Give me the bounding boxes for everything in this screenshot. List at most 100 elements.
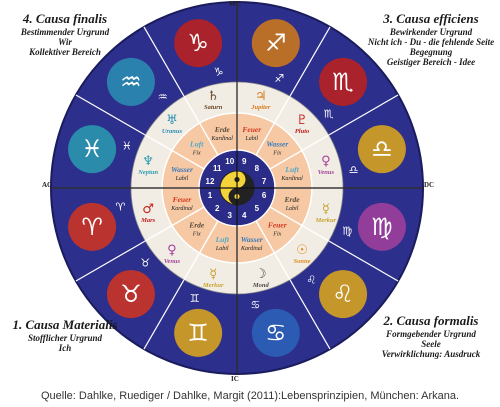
house-number: 1 (208, 191, 213, 200)
planet-name: Jupiter (250, 104, 271, 111)
libra-scales-icon: ♎ (357, 125, 406, 174)
sign-divider (75, 94, 146, 136)
planet-glyph-icon: ♄ (207, 89, 219, 104)
planet-item: ☉Sonne (294, 243, 311, 265)
axis-label-ic: IC (231, 375, 239, 383)
causa-formalis-block: 2. Causa formalis Formgebender Urgrund S… (364, 313, 498, 359)
causa-efficiens-line: Nicht ich - Du - die fehlende Seite (367, 36, 495, 47)
inner-divider (183, 220, 219, 281)
aries-ram-icon: ♈ (68, 202, 117, 251)
planet-item: ♇Pluto (295, 113, 310, 135)
causa-finalis-block: 4. Causa finalis Bestimmender Urgrund Wi… (6, 11, 124, 57)
inner-divider (144, 206, 205, 242)
causa-materialis-line: Stofflicher Urgrund (27, 332, 103, 343)
element-name: Feuer (242, 125, 261, 134)
sign-glyph: ♌ (306, 274, 316, 287)
element-name: Erde (284, 195, 301, 204)
causa-efficiens-block: 3. Causa efficiens Bewirkender Urgrund N… (366, 11, 496, 67)
house-number: 11 (213, 164, 222, 173)
causa-finalis-line: Wir (58, 36, 72, 47)
modality-name: Fix (272, 151, 281, 157)
sign-divider (75, 240, 146, 282)
planet-glyph-icon: ♀ (167, 243, 177, 258)
planet-item: ☿Merkur (315, 202, 337, 224)
element-labels: FeuerKardinalErdeFixLuftLabilWasserKardi… (170, 125, 303, 252)
svg-text:♎: ♎ (371, 135, 393, 163)
planet-name: Venus (318, 169, 335, 176)
planet-glyph-icon: ♆ (142, 154, 154, 169)
planet-name: Mars (140, 217, 156, 224)
planet-glyph-icon: ☽ (255, 267, 267, 282)
modality-name: Labil (285, 206, 299, 212)
causa-formalis-title: 2. Causa formalis (383, 313, 479, 328)
element-name: Wasser (171, 165, 193, 174)
planet-labels: ♂Mars♀Venus☿Merkur☽Mond☉Sonne☿Merkur♀Ven… (137, 89, 336, 289)
modality-name: Labil (215, 246, 229, 252)
house-number: 2 (215, 204, 220, 213)
taurus-bull-icon: ♉ (106, 270, 155, 319)
sign-divider (328, 94, 399, 136)
house-number: 12 (206, 177, 215, 186)
modality-name: Kardinal (280, 176, 303, 182)
axis-label-ac: AC (42, 181, 53, 189)
planet-name: Uranus (162, 128, 183, 135)
causa-finalis-title: 4. Causa finalis (22, 11, 108, 26)
planet-glyph-icon: ☉ (296, 243, 308, 258)
axis-label-dc: DC (424, 181, 435, 189)
planet-glyph-icon: ♅ (166, 113, 178, 128)
modality-name: Labil (244, 136, 258, 142)
element-name: Luft (284, 165, 299, 174)
planet-name: Merkur (202, 282, 224, 289)
element-name: Luft (189, 140, 204, 149)
svg-text:♒: ♒ (120, 68, 142, 96)
causa-formalis-line: Formgebender Urgrund (386, 328, 476, 339)
element-name: Wasser (266, 140, 288, 149)
svg-text:♏: ♏ (332, 68, 354, 96)
sign-divider (328, 240, 399, 282)
causa-formalis-line: Verwirklichung: Ausdruck (381, 348, 481, 359)
svg-text:♊: ♊ (187, 319, 209, 347)
modality-name: Fix (192, 151, 201, 157)
sign-glyph: ♈ (116, 200, 126, 213)
causa-efficiens-title: 3. Causa efficiens (383, 11, 479, 26)
capricorn-goat-icon: ♑ (174, 19, 223, 68)
element-name: Luft (215, 235, 230, 244)
house-number: 5 (255, 204, 260, 213)
element-name: Erde (214, 125, 231, 134)
sign-divider (143, 26, 185, 97)
scorpio-scorpion-icon: ♏ (319, 57, 368, 106)
modality-name: Labil (175, 176, 189, 182)
planet-name: Saturn (204, 104, 223, 111)
sign-glyph: ♑ (214, 65, 224, 78)
modality-name: Kardinal (240, 246, 263, 252)
inner-divider (255, 95, 291, 156)
planet-glyph-icon: ♃ (255, 89, 267, 104)
gemini-twins-icon: ♊ (174, 308, 223, 357)
house-number: 7 (262, 177, 267, 186)
causa-formalis-line: Seele (421, 338, 441, 349)
house-number: 4 (242, 211, 247, 220)
svg-text:♌: ♌ (332, 280, 354, 308)
inner-divider (183, 95, 219, 156)
svg-text:♋: ♋ (265, 319, 287, 347)
causa-efficiens-line: Begegnung (409, 46, 453, 57)
sign-glyph: ♓ (122, 140, 132, 153)
planet-item: ♀Venus (164, 243, 181, 265)
inner-divider (269, 206, 330, 242)
planet-name: Pluto (295, 128, 310, 135)
sign-glyph: ♏ (324, 108, 334, 121)
sign-divider (143, 279, 185, 350)
planet-item: ♅Uranus (162, 113, 183, 135)
element-name: Feuer (173, 195, 192, 204)
axis-label-mc: MC (229, 0, 241, 8)
planet-item: ♂Mars (140, 202, 156, 224)
modality-name: Kardinal (170, 206, 193, 212)
causa-efficiens-line: Geistiger Bereich - Idee (386, 56, 476, 67)
